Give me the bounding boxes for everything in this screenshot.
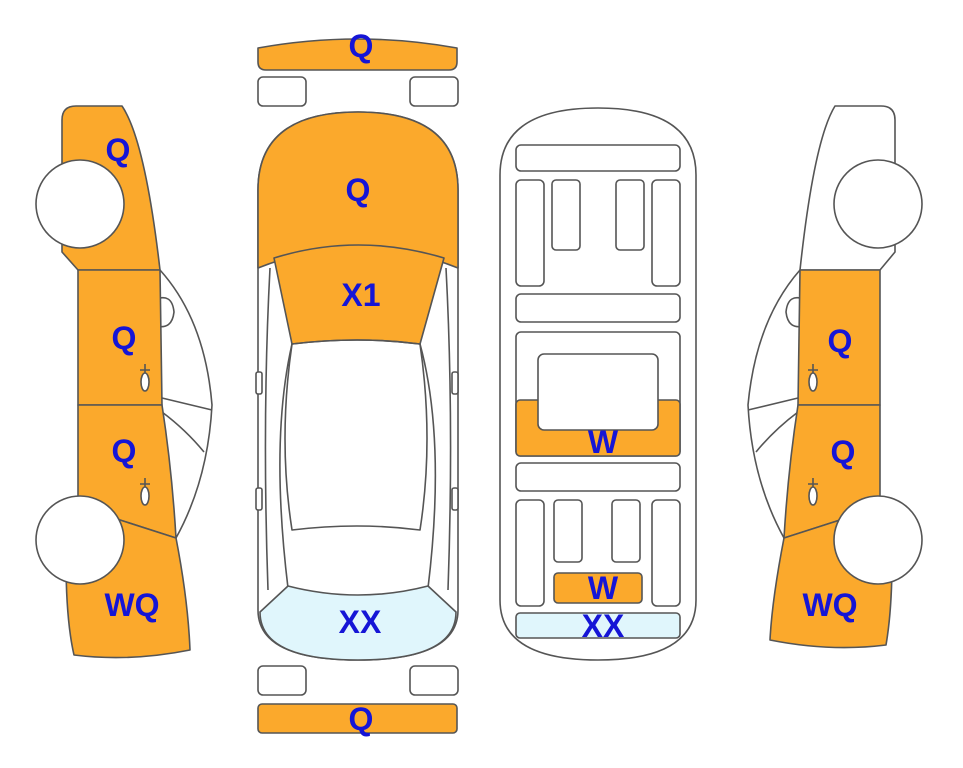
rear-window-code: XX (339, 604, 382, 640)
left-pillar (279, 343, 293, 589)
under-rear-inner-right (611, 499, 641, 563)
left-handle (255, 487, 263, 511)
right-rear-quarter-code: WQ (802, 587, 857, 623)
right-front-door-code: Q (828, 323, 853, 359)
right-window-line-2 (755, 411, 799, 453)
under-front-left (515, 179, 545, 287)
underbody-outline (499, 107, 697, 661)
front-bumper[interactable] (257, 38, 458, 71)
front-left-light (257, 76, 307, 107)
under-center-window (537, 353, 659, 431)
right-mirror (451, 371, 459, 395)
rear-bumper[interactable] (257, 703, 458, 734)
right-handle (451, 487, 459, 511)
left-rear-wheel (35, 495, 125, 585)
front-bumper-code: Q (349, 28, 374, 64)
right-rear-wheel (833, 495, 923, 585)
right-greenhouse (747, 269, 811, 539)
underbody-mid-code: W (588, 424, 619, 460)
right-pillar (419, 343, 437, 589)
left-rear-quarter-code: WQ (104, 587, 159, 623)
underbody-view: W W XX (499, 107, 697, 661)
left-rear-handle-ring (140, 486, 150, 506)
under-rear-bar (515, 462, 681, 492)
left-greenhouse (149, 269, 213, 539)
under-rear-right (651, 499, 681, 607)
underbody-rear-code: W (588, 570, 619, 606)
left-window-line-2 (161, 411, 205, 453)
left-rear-door-code: Q (112, 433, 137, 469)
top-view: Q Q X1 XX Q (255, 28, 459, 737)
underbody-rear-panel[interactable] (553, 572, 643, 604)
left-side-view: Q Q Q WQ (35, 105, 213, 659)
right-rear-handle-ring (808, 486, 818, 506)
right-rear-door-code: Q (831, 434, 856, 470)
underbody-rear-glass-code: XX (582, 608, 625, 644)
right-front-wheel (833, 159, 923, 249)
rear-left-light (257, 665, 307, 696)
under-front-inner-right (615, 179, 645, 251)
left-front-door-code: Q (112, 320, 137, 356)
left-front-fender-code: Q (106, 132, 131, 168)
left-front-wheel (35, 159, 125, 249)
roof (284, 339, 428, 531)
under-front-right (651, 179, 681, 287)
front-right-light (409, 76, 459, 107)
right-front-fender[interactable] (799, 105, 896, 271)
windshield-code: X1 (341, 277, 380, 313)
under-front-inner-left (551, 179, 581, 251)
right-window-line (747, 397, 799, 411)
under-rear-inner-left (553, 499, 583, 563)
hood-code: Q (346, 172, 371, 208)
left-front-handle-ring (140, 372, 150, 392)
under-front-bar (515, 144, 681, 172)
rear-window[interactable] (259, 585, 457, 661)
under-rear-left (515, 499, 545, 607)
rear-right-light (409, 665, 459, 696)
right-side-line (445, 267, 452, 591)
under-mid-bar (515, 293, 681, 323)
left-mirror (255, 371, 263, 395)
right-side-view: Q Q WQ (747, 105, 923, 649)
left-window-line (161, 397, 213, 411)
right-front-handle-ring (808, 372, 818, 392)
underbody-rear-glass[interactable] (515, 612, 681, 639)
left-side-line (264, 267, 271, 591)
rear-bumper-code: Q (349, 701, 374, 737)
